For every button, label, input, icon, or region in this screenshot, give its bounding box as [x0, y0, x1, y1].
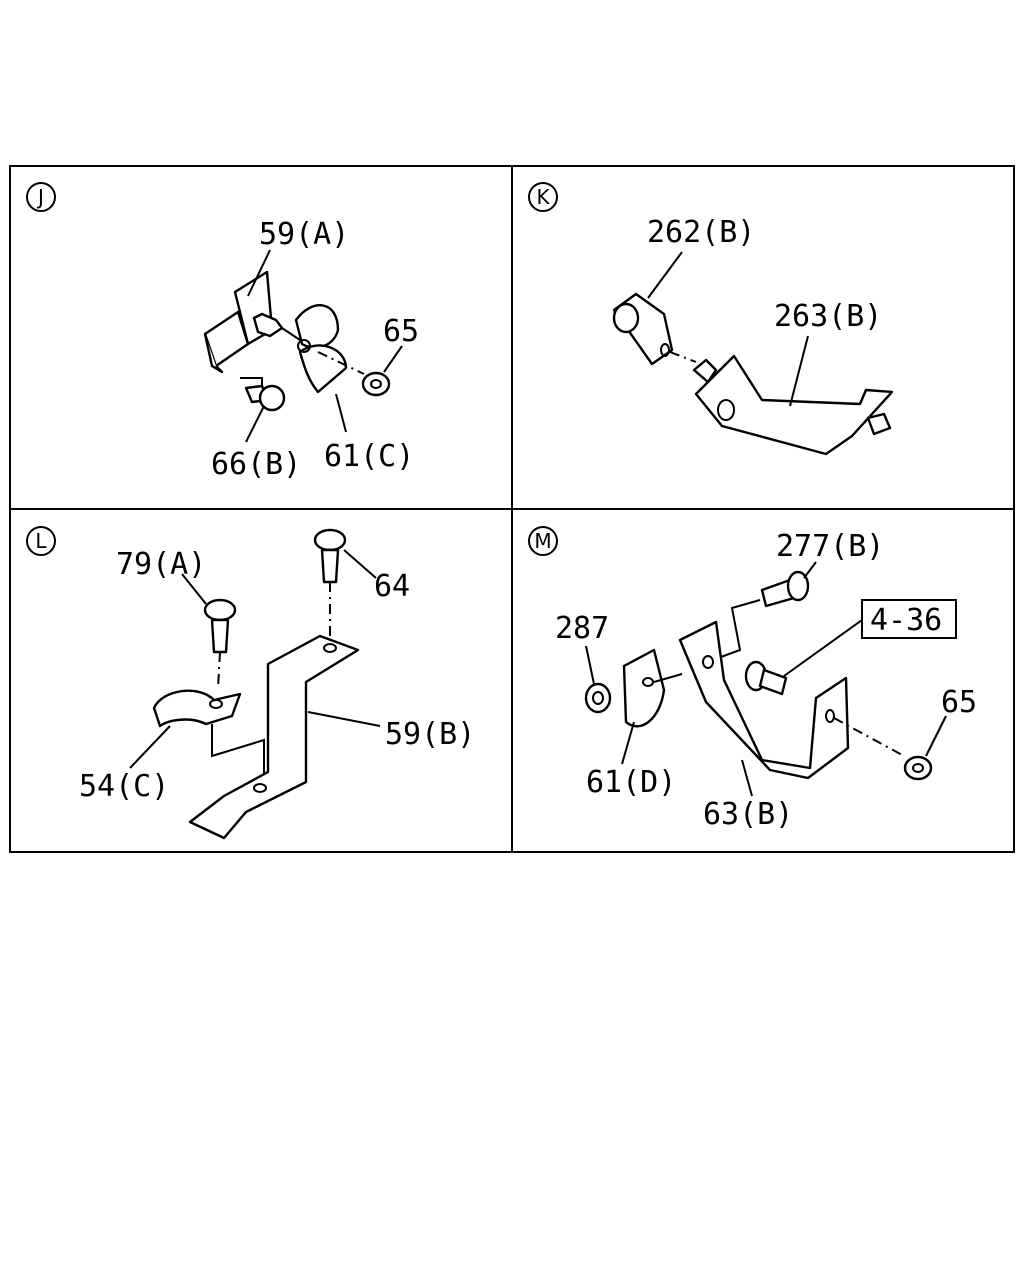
leader-263b	[789, 335, 809, 407]
label-4-36: 4-36	[870, 603, 942, 638]
leader-287	[585, 645, 595, 685]
leader-61d	[621, 721, 635, 765]
panel-k-letter: K	[536, 185, 550, 209]
leader-63b	[741, 759, 753, 797]
leader-262b	[647, 251, 683, 299]
label-61d: 61(D)	[586, 765, 676, 800]
leader-54c	[129, 725, 171, 769]
bracket-263b-drawing	[692, 354, 894, 456]
clamp-61c-drawing	[294, 304, 365, 394]
nut-65-drawing	[361, 371, 391, 397]
label-63b: 63(B)	[703, 797, 793, 832]
label-79a: 79(A)	[116, 547, 206, 582]
label-262b: 262(B)	[647, 215, 755, 250]
leader-4-36	[783, 619, 863, 677]
leader-65-m	[925, 715, 947, 757]
bolt-79a-drawing	[203, 598, 237, 689]
bolt-64-drawing	[313, 528, 347, 644]
bracket-59a-drawing	[203, 270, 301, 374]
panel-l: L 79(A) 64 59(B)	[26, 526, 475, 840]
panel-l-letter: L	[35, 529, 47, 553]
clamp-54c-drawing	[152, 689, 265, 780]
nut-287-drawing	[584, 682, 612, 714]
leader-79a	[181, 573, 207, 605]
leader-61c	[335, 393, 347, 433]
label-65-m: 65	[941, 685, 977, 720]
label-59b: 59(B)	[385, 717, 475, 752]
leader-64	[343, 549, 377, 579]
panel-j: J 5	[26, 182, 419, 482]
panel-l-marker: L	[26, 526, 56, 556]
leader-59a	[247, 249, 271, 297]
bolt-66b-drawing	[240, 377, 286, 412]
label-277b: 277(B)	[776, 529, 884, 564]
panel-k: K 262(B) 263(B)	[528, 182, 894, 456]
label-61c: 61(C)	[324, 439, 414, 474]
bracket-63b-drawing	[678, 620, 905, 780]
clamp-262b-drawing	[612, 292, 697, 366]
bolt-4-36-drawing	[744, 660, 788, 696]
bolt-277b-drawing	[701, 570, 810, 665]
label-64: 64	[374, 569, 410, 604]
label-66b: 66(B)	[211, 447, 301, 482]
panel-grid	[9, 165, 1015, 853]
panel-j-letter: J	[36, 185, 44, 209]
panel-m-marker: M	[528, 526, 558, 556]
leader-65-j	[383, 345, 403, 373]
label-287: 287	[555, 611, 609, 646]
panel-k-marker: K	[528, 182, 558, 212]
panel-j-marker: J	[26, 182, 56, 212]
label-54c: 54(C)	[79, 769, 169, 804]
panel-m-letter: M	[534, 529, 551, 553]
bracket-59b-drawing	[188, 634, 360, 840]
reference-box	[861, 599, 957, 639]
leader-59b	[307, 711, 381, 727]
nut-65-m-drawing	[903, 755, 933, 781]
leader-66b	[245, 405, 265, 443]
label-59a: 59(A)	[259, 217, 349, 252]
label-65-j: 65	[383, 314, 419, 349]
panel-m: M	[528, 526, 977, 832]
leader-277b	[803, 561, 817, 579]
clamp-61d-drawing	[622, 648, 683, 728]
label-263b: 263(B)	[774, 299, 882, 334]
